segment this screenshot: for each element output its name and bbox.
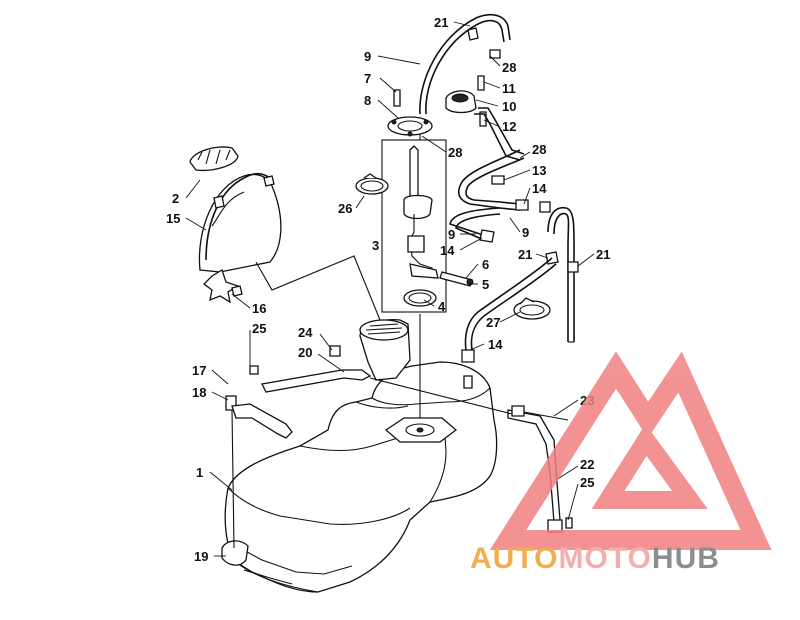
vent-hoses (419, 13, 579, 389)
callout-20: 20 (298, 345, 312, 360)
callout-14-bottom: 14 (488, 337, 503, 352)
callout-21-right: 21 (596, 247, 610, 262)
callout-10: 10 (502, 99, 516, 114)
fuel-tank (221, 319, 498, 593)
callout-11: 11 (502, 81, 516, 96)
callout-labels: 21 9 28 7 11 8 10 12 28 28 13 14 2 15 26… (166, 15, 610, 564)
callout-25-top: 25 (252, 321, 266, 336)
callout-9-right: 9 (522, 225, 529, 240)
automotohub-logo-icon (489, 351, 772, 550)
callout-9-mid: 9 (448, 227, 455, 242)
fuel-fitting (445, 75, 487, 127)
callout-21-top: 21 (434, 15, 448, 30)
callout-28-mid: 28 (448, 145, 462, 160)
callout-6: 6 (482, 257, 489, 272)
callout-1: 1 (196, 465, 203, 480)
brackets-and-fasteners (225, 314, 573, 549)
svg-text:AUTOMOTOHUB: AUTOMOTOHUB (470, 542, 720, 575)
callout-26: 26 (338, 201, 352, 216)
callout-2: 2 (172, 191, 179, 206)
callout-4: 4 (438, 299, 446, 314)
callout-24: 24 (298, 325, 313, 340)
callout-16: 16 (252, 301, 266, 316)
callout-22: 22 (580, 457, 594, 472)
watermark-moto: MOTO (558, 542, 651, 575)
callout-9-top: 9 (364, 49, 371, 64)
callout-21-mid: 21 (518, 247, 532, 262)
automotohub-watermark: AUTOMOTOHUB (470, 351, 772, 575)
pump-mounting-flange (387, 89, 433, 137)
callout-13: 13 (532, 163, 546, 178)
callout-5: 5 (482, 277, 489, 292)
callout-28-top: 28 (502, 60, 516, 75)
fuel-cap-assembly (189, 146, 381, 321)
callout-leaders (185, 21, 595, 557)
callout-17: 17 (192, 363, 206, 378)
callout-7: 7 (364, 71, 371, 86)
callout-27: 27 (486, 315, 500, 330)
fuel-pump-assembly (381, 132, 447, 313)
callout-19: 19 (194, 549, 208, 564)
callout-8: 8 (364, 93, 371, 108)
callout-18: 18 (192, 385, 206, 400)
watermark-hub: HUB (652, 542, 720, 575)
callout-28-right: 28 (532, 142, 546, 157)
watermark-auto: AUTO (470, 542, 558, 575)
callout-14-right: 14 (532, 181, 547, 196)
callout-25-bottom: 25 (580, 475, 594, 490)
callout-14-mid: 14 (440, 243, 455, 258)
callout-12: 12 (502, 119, 516, 134)
callout-3: 3 (372, 238, 379, 253)
callout-15: 15 (166, 211, 180, 226)
bolt-6-5 (439, 271, 474, 287)
